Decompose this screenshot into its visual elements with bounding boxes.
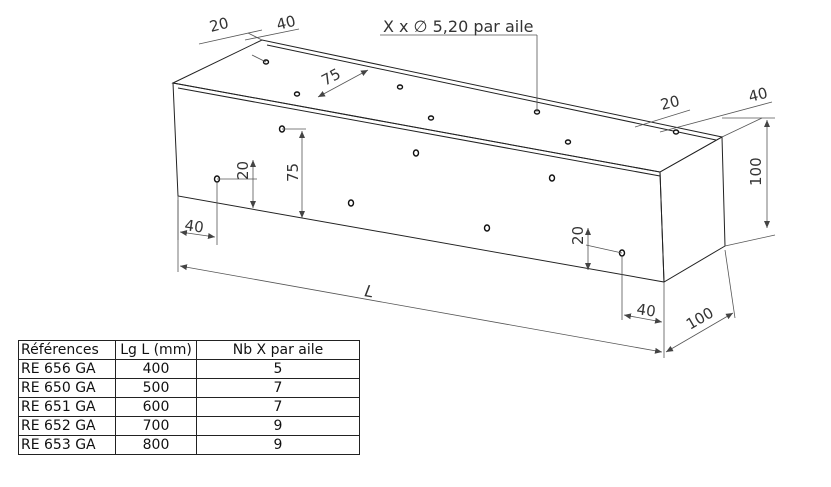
cell-hole-count: 7 [196, 397, 360, 417]
cell-hole-count: 9 [196, 435, 360, 455]
dim-right-top-40: 40 [747, 84, 770, 106]
cell-length: 800 [115, 435, 197, 455]
cell-length: 500 [115, 378, 197, 398]
cell-reference: RE 652 GA [18, 416, 116, 436]
table-row: RE 652 GA 700 9 [18, 416, 360, 436]
dim-depth-100: 100 [683, 304, 717, 334]
dim-front-20: 20 [234, 161, 252, 180]
dim-front-right-40: 40 [635, 300, 656, 320]
box-outline [171, 39, 726, 283]
cell-length: 400 [115, 359, 197, 379]
table-header-row: Références Lg L (mm) Nb X par aile [18, 340, 360, 360]
header-hole-count: Nb X par aile [196, 340, 360, 360]
table-row: RE 653 GA 800 9 [18, 435, 360, 455]
dim-front-right-20: 20 [569, 226, 587, 245]
dim-top-40: 40 [275, 12, 298, 34]
hole-callout: X x ∅ 5,20 par aile [383, 17, 534, 36]
dim-front-75: 75 [284, 163, 302, 182]
dim-top-20: 20 [208, 14, 231, 36]
dim-top-75: 75 [318, 65, 343, 90]
table-row: RE 650 GA 500 7 [18, 378, 360, 398]
dim-front-40: 40 [183, 216, 204, 236]
cell-reference: RE 656 GA [18, 359, 116, 379]
references-table: Références Lg L (mm) Nb X par aile RE 65… [18, 340, 360, 455]
cell-reference: RE 651 GA [18, 397, 116, 417]
dim-right-top-20: 20 [659, 92, 682, 114]
cell-reference: RE 653 GA [18, 435, 116, 455]
cell-hole-count: 9 [196, 416, 360, 436]
cell-hole-count: 7 [196, 378, 360, 398]
dim-height-100: 100 [747, 157, 765, 186]
cell-hole-count: 5 [196, 359, 360, 379]
table-row: RE 656 GA 400 5 [18, 359, 360, 379]
header-references: Références [18, 340, 116, 360]
dim-length-L: L [363, 281, 375, 301]
dimension-lines [177, 28, 776, 358]
cell-reference: RE 650 GA [18, 378, 116, 398]
table-row: RE 651 GA 600 7 [18, 397, 360, 417]
holes [213, 59, 680, 257]
cell-length: 700 [115, 416, 197, 436]
cell-length: 600 [115, 397, 197, 417]
header-length: Lg L (mm) [115, 340, 197, 360]
